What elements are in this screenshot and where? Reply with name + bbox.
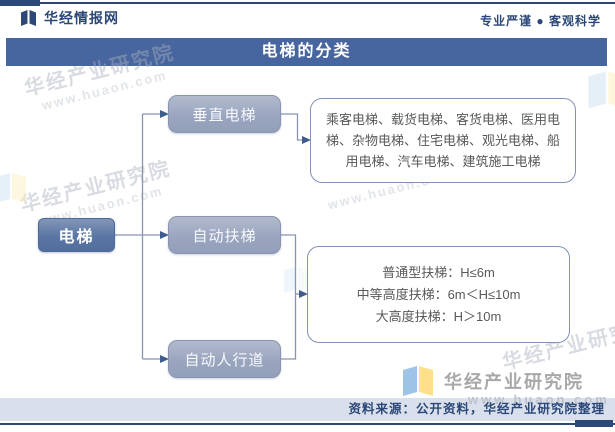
arrowhead-icon xyxy=(160,355,169,363)
node-vertical-elevator: 垂直电梯 xyxy=(168,95,281,133)
detail-line: 普通型扶梯：H≤6m xyxy=(382,264,495,280)
arrowhead-icon xyxy=(160,231,169,239)
open-book-color-icon xyxy=(403,366,433,396)
detail-line: 大高度扶梯：H＞10m xyxy=(375,308,502,324)
header-tagline: 专业严谨 ● 客观科学 xyxy=(480,14,601,28)
brand-logo-name: 华经产业研究院 xyxy=(444,372,584,392)
brand-logo: 华经产业研究院 xyxy=(400,365,584,397)
top-border-line xyxy=(0,2,615,4)
header-brand: 华经情报网 xyxy=(20,8,119,28)
node-escalator: 自动扶梯 xyxy=(168,216,281,254)
header-brand-label: 华经情报网 xyxy=(44,10,119,26)
bottom-right-accent-bar xyxy=(575,420,613,427)
detail-box-vertical-elevator-types: 乘客电梯、载货电梯、客货电梯、医用电梯、杂物电梯、住宅电梯、观光电梯、船用电梯、… xyxy=(310,98,576,183)
open-book-icon xyxy=(21,10,36,26)
connector-escalator-walkway xyxy=(281,234,297,360)
arrowhead-icon xyxy=(160,110,169,118)
bottom-border-line xyxy=(0,423,615,425)
footer-source-text: 资料来源：公开资料，华经产业研究院整理 xyxy=(348,402,605,416)
node-moving-walkway: 自动人行道 xyxy=(168,340,281,378)
detail-box-escalator-heights: 普通型扶梯：H≤6m 中等高度扶梯：6m＜H≤10m 大高度扶梯：H＞10m xyxy=(307,246,570,343)
detail-line: 中等高度扶梯：6m＜H≤10m xyxy=(356,286,521,302)
top-left-accent-bar xyxy=(0,0,40,6)
node-elevator-root: 电梯 xyxy=(38,218,115,252)
footer-bar xyxy=(0,398,615,421)
page-title: 电梯的分类 xyxy=(6,38,607,66)
arrowhead-icon xyxy=(299,290,308,298)
arrowhead-icon xyxy=(302,136,311,144)
brand-logo-site: www.huaon.com xyxy=(468,392,610,407)
connector-vertical-to-detail xyxy=(281,113,302,141)
